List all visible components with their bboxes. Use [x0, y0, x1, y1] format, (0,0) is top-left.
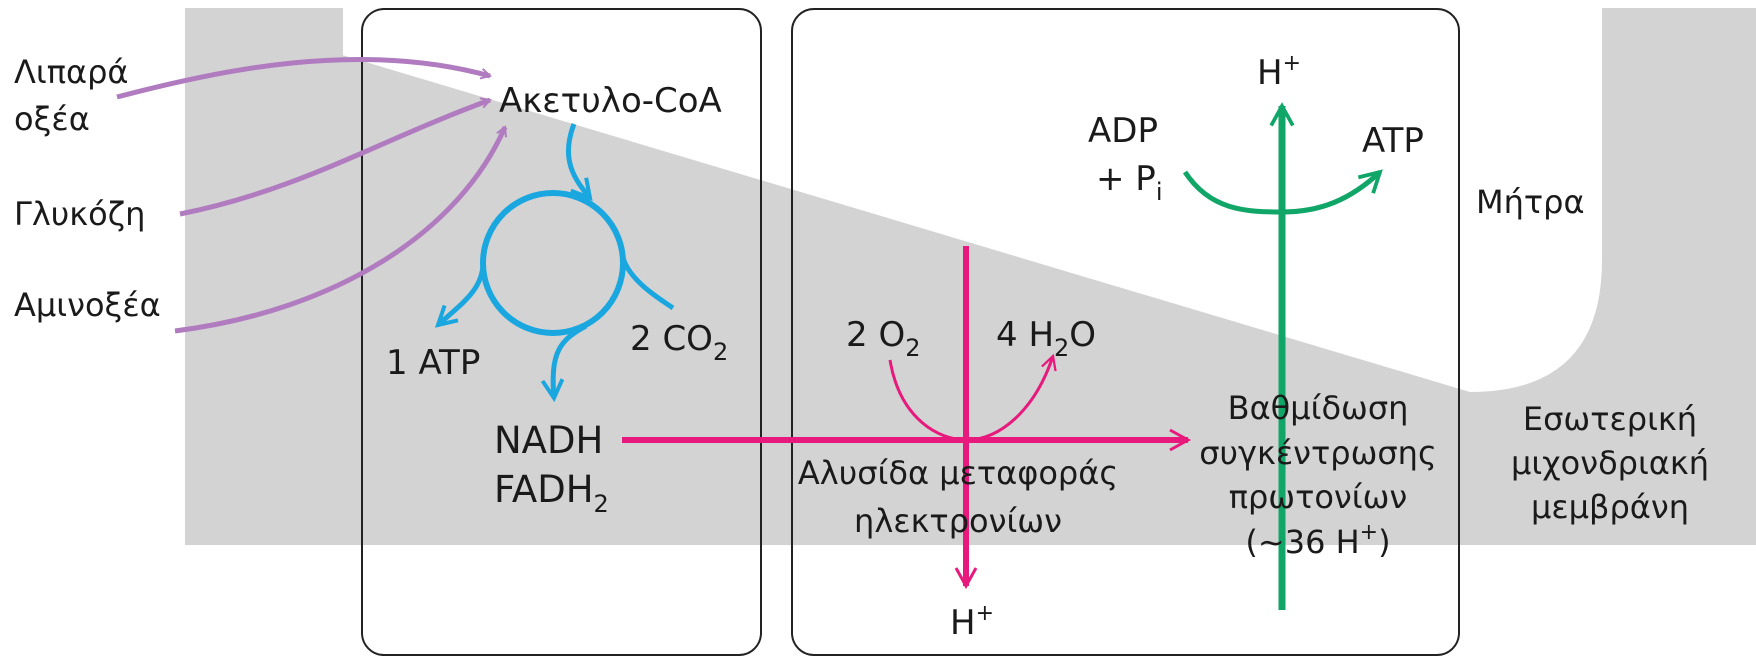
adp-to-atp-arrow: [1182, 169, 1383, 215]
water-label: 4 H2O: [996, 315, 1096, 362]
amino-acids-arrow: [174, 127, 508, 334]
nadh-label: NADH: [494, 419, 603, 462]
matrix-label: Μήτρα: [1476, 183, 1585, 221]
glucose-label: Γλυκόζη: [14, 195, 145, 233]
adp-label: ADP: [1088, 111, 1158, 151]
proton-in-label: H+: [1257, 51, 1301, 93]
electron-chain-label-line1: Αλυσίδα μεταφοράς: [798, 454, 1118, 492]
acetyl-coa-label: Ακετυλο-CoA: [499, 81, 722, 121]
fatty-acids-arrow: [116, 56, 490, 100]
oxygen-to-water-arrow: [888, 353, 1057, 442]
gradient-label-line2: συγκέντρωσης: [1199, 434, 1436, 472]
oxygen-label: 2 O2: [846, 315, 920, 362]
fadh2-label: FADH2: [494, 468, 609, 518]
inner-membrane-fill: [185, 8, 1756, 545]
glucose-arrow: [179, 100, 490, 217]
atp-label: ATP: [1362, 121, 1424, 161]
krebs-atp-label: 1 ATP: [386, 343, 480, 383]
atp-output-arrow: [438, 262, 486, 325]
co2-output-arrow: [620, 257, 675, 311]
oxidative-phosphorylation-box: [791, 8, 1460, 656]
membrane-label-line2: μιχονδριακή: [1511, 444, 1709, 482]
amino-acids-label: Αμινοξέα: [14, 286, 161, 324]
proton-out-label: H+: [950, 601, 994, 643]
fatty-acids-label-line2: οξέα: [14, 100, 90, 138]
membrane-label-line1: Εσωτερική: [1523, 400, 1697, 438]
gradient-label-line1: Βαθμίδωση: [1228, 389, 1409, 427]
co2-label: 2 CO2: [630, 319, 728, 366]
phosphate-label: + Pi: [1096, 159, 1162, 206]
electron-chain-label-line2: ηλεκτρονίων: [854, 502, 1062, 540]
gradient-label-line3: πρωτονίων: [1229, 478, 1408, 516]
krebs-cycle-box: [361, 8, 762, 656]
gradient-label-line4: (~36 H+): [1245, 520, 1390, 561]
membrane-label-line3: μεμβράνη: [1531, 488, 1689, 526]
nadh-output-arrow: [553, 323, 588, 398]
fatty-acids-label-line1: Λιπαρά: [14, 53, 128, 91]
acetyl-coa-entry-arrow: [565, 123, 590, 198]
